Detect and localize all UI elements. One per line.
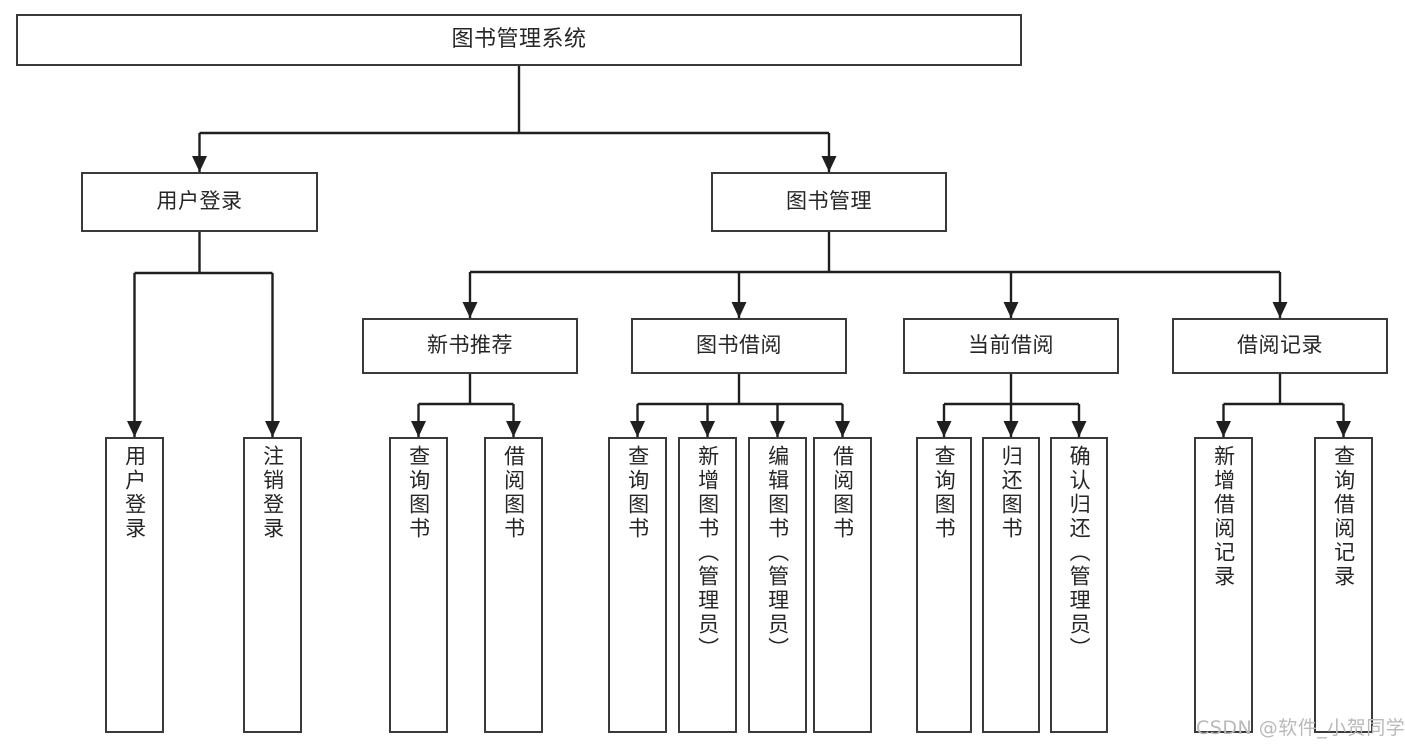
node-label: 新书推荐 [427, 333, 513, 358]
node-leaf7[interactable]: 编辑图书（管理员） [748, 437, 807, 733]
node-leaf10[interactable]: 归还图书 [982, 437, 1040, 733]
node-newbook[interactable]: 新书推荐 [362, 318, 578, 374]
arrow-icon-records-leaf13 [1336, 421, 1351, 437]
arrow-icon-root-login [192, 156, 207, 172]
arrow-icon-bookmgmt-borrow [731, 302, 747, 318]
arrow-icon-borrow-leaf8 [835, 421, 850, 437]
arrow-icon-borrow-leaf6 [700, 421, 715, 437]
node-label: 借阅记录 [1237, 333, 1323, 358]
node-label: 借阅图书 [830, 445, 855, 541]
node-leaf2[interactable]: 注销登录 [243, 437, 302, 733]
node-label: 用户登录 [122, 445, 147, 541]
arrow-icon-bookmgmt-newbook [462, 302, 478, 318]
node-leaf6[interactable]: 新增图书（管理员） [678, 437, 737, 733]
node-label: 借阅图书 [501, 445, 526, 541]
arrow-icon-bookmgmt-records [1272, 302, 1288, 318]
node-leaf12[interactable]: 新增借阅记录 [1194, 437, 1253, 733]
node-leaf9[interactable]: 查询图书 [916, 437, 972, 733]
node-label: 编辑图书（管理员） [765, 445, 790, 661]
node-leaf1[interactable]: 用户登录 [105, 437, 164, 733]
node-leaf4[interactable]: 借阅图书 [484, 437, 543, 733]
arrow-icon-borrow-leaf7 [770, 421, 785, 437]
node-label: 新增图书（管理员） [695, 445, 720, 661]
arrow-icon-newbook-leaf3 [411, 421, 426, 437]
node-label: 当前借阅 [968, 333, 1054, 358]
node-label: 图书借阅 [696, 333, 782, 358]
node-leaf3[interactable]: 查询图书 [389, 437, 448, 733]
node-records[interactable]: 借阅记录 [1172, 318, 1388, 374]
node-label: 归还图书 [999, 445, 1024, 541]
node-leaf8[interactable]: 借阅图书 [813, 437, 872, 733]
node-label: 查询图书 [932, 445, 957, 541]
node-leaf5[interactable]: 查询图书 [608, 437, 667, 733]
arrow-icon-root-bookmgmt [821, 156, 837, 172]
node-label: 新增借阅记录 [1211, 445, 1236, 589]
node-borrow[interactable]: 图书借阅 [631, 318, 847, 374]
node-label: 注销登录 [260, 445, 285, 541]
node-label: 用户登录 [156, 189, 243, 214]
node-label: 图书管理系统 [451, 26, 587, 52]
node-label: 确认归还（管理员） [1067, 445, 1092, 661]
node-label: 查询图书 [625, 445, 650, 541]
node-bookmgmt[interactable]: 图书管理 [711, 172, 947, 232]
arrow-icon-borrow-leaf5 [630, 421, 645, 437]
arrow-icon-login-leaf2 [265, 421, 280, 437]
node-root[interactable]: 图书管理系统 [16, 14, 1022, 66]
arrow-icon-login-leaf1 [127, 421, 142, 437]
arrow-icon-bookmgmt-current [1003, 302, 1019, 318]
node-leaf13[interactable]: 查询借阅记录 [1314, 437, 1373, 733]
arrow-icon-current-leaf11 [1071, 421, 1087, 437]
arrow-icon-records-leaf12 [1216, 421, 1231, 437]
node-label: 查询图书 [406, 445, 431, 541]
arrow-icon-newbook-leaf4 [506, 421, 521, 437]
node-label: 查询借阅记录 [1331, 445, 1356, 589]
node-login[interactable]: 用户登录 [81, 172, 318, 232]
arrow-icon-current-leaf9 [936, 421, 952, 437]
node-current[interactable]: 当前借阅 [903, 318, 1119, 374]
watermark: CSDN @软件_小贺同学 [1196, 717, 1405, 739]
node-leaf11[interactable]: 确认归还（管理员） [1050, 437, 1108, 733]
arrow-icon-current-leaf10 [1003, 421, 1019, 437]
node-label: 图书管理 [786, 189, 872, 214]
